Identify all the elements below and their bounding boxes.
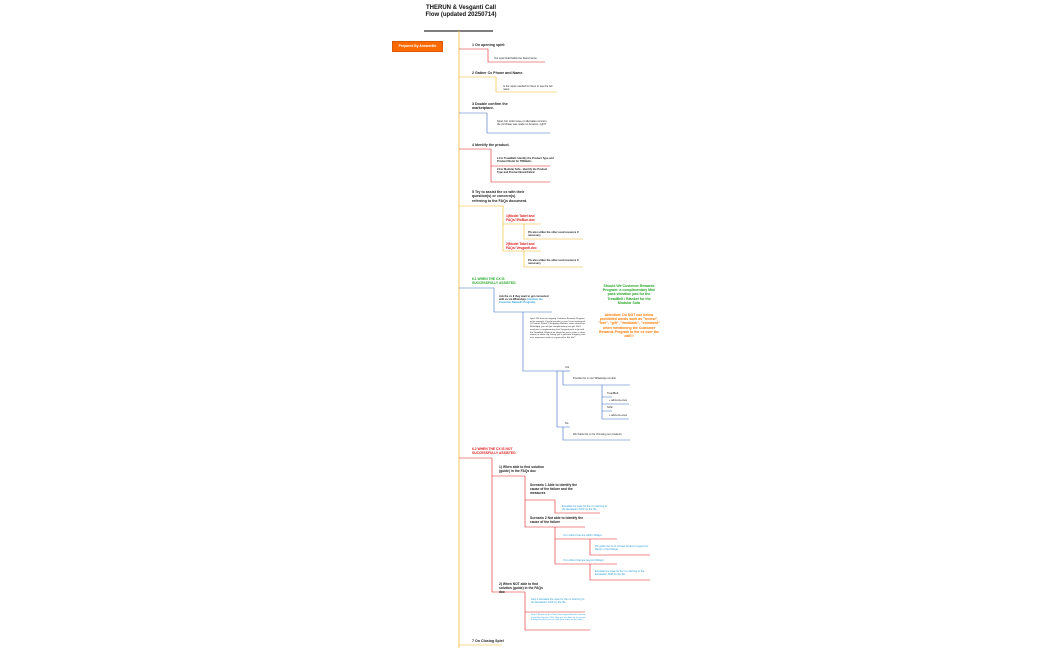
step-6-2-not-assisted: 6.2 WHEN THE CX IS NOT SUCCESSFULLY ASSI… — [472, 447, 517, 455]
page-title: THERUN & Vesganti Call Flow (updated 202… — [425, 5, 497, 18]
rewards-program-note: Should We Customer Rewards Program: a co… — [602, 284, 656, 305]
prohibited-words-warning: Attention: Do NOT use below prohibited w… — [598, 313, 660, 339]
step-6-2-2-step-1: Step 1 Escalate the case for the cx refe… — [531, 598, 585, 605]
sofa-label: Sofa: — [607, 406, 614, 409]
step-6-2-2-step-2: Step 2 Reassure the Client have regard t… — [531, 614, 586, 622]
sofa-number: + add-ons-once — [609, 414, 628, 417]
step-3-note: Spiel: For order issue or aftersales con… — [497, 120, 548, 127]
scenario-2-within-30days: If cx orders that are within 30days — [563, 534, 602, 537]
author-badge: Prepared By AnswerMe — [392, 41, 443, 52]
scenario-2-beyond-30days: If cx orders that are beyond 30days — [563, 559, 604, 562]
no-note: We thank the cx for choosing our product… — [573, 433, 623, 436]
step-6-1-spiel: Spiel: We have an ongoing Customer Rewar… — [530, 318, 586, 339]
scenario-1-note: Escalate the case for the cx referring t… — [562, 505, 608, 512]
step-7-closing: 7 On Closing Spiel — [472, 639, 504, 643]
branch-no: No — [565, 422, 569, 425]
step-2-gather: 2 Gather Cx Phone and Name. — [472, 71, 524, 75]
step-5-doc-vesganti: 2)Model Tabel and FAQs/ Vesganti.doc — [506, 242, 537, 250]
scenario-2-within-note: Pls guide the cx to contact Amazon suppo… — [595, 545, 649, 552]
step-4-b: 2.For Modular Sofa - Identify the Produc… — [497, 168, 548, 175]
step-2-note: Is the name needed for them to see the f… — [503, 85, 553, 92]
step-1-opening-spiel: 1 On opening spiel: — [472, 43, 506, 47]
step-6-1-whatsapp: Ask the cx if they want to get connected… — [499, 295, 549, 305]
step-1-note: Our spiel shall follow the brand name. — [494, 57, 538, 60]
step-4-a: 1.For TreadBelt: Identify the Product Ty… — [497, 157, 554, 164]
step-5-assist: 5 Try to assist the cx with their questi… — [472, 190, 528, 203]
step-6-2-found-solution: 1) When able to find solution (guide) in… — [499, 465, 545, 473]
step-4-identify: 4 Identify the product. — [472, 143, 510, 147]
step-5-a-note: Pls also utilize the other used resource… — [528, 231, 579, 238]
branch-yes: Yes — [565, 366, 570, 369]
yes-note: Provide the cx our WhatsApp number — [573, 377, 617, 380]
step-3-confirm: 3 Double confirm the marketplace. — [472, 102, 508, 111]
step-5-b-note: Pls also utilize the other used resource… — [528, 259, 579, 266]
scenario-1: Scenario 1 Able to identify the cause of… — [530, 483, 578, 495]
step-5-doc-irobun: 1)Model Tabel and FAQs/ IRoBun.doc — [506, 214, 535, 222]
scenario-2: Scenario 2 Not able to identify the caus… — [530, 516, 584, 524]
scenario-2-beyond-note: Escalate the case for the cx referring t… — [595, 570, 645, 577]
treadbelt-number: + add-ons-once — [609, 399, 628, 402]
step-6-2-no-solution: 2) When NOT able to find solution (guide… — [499, 582, 543, 594]
step-6-1-assisted: 6.1 WHEN THE CX IS SUCCESSFULLY ASSISTED… — [472, 277, 517, 285]
treadbelt-label: TreadBelt: — [607, 392, 619, 395]
